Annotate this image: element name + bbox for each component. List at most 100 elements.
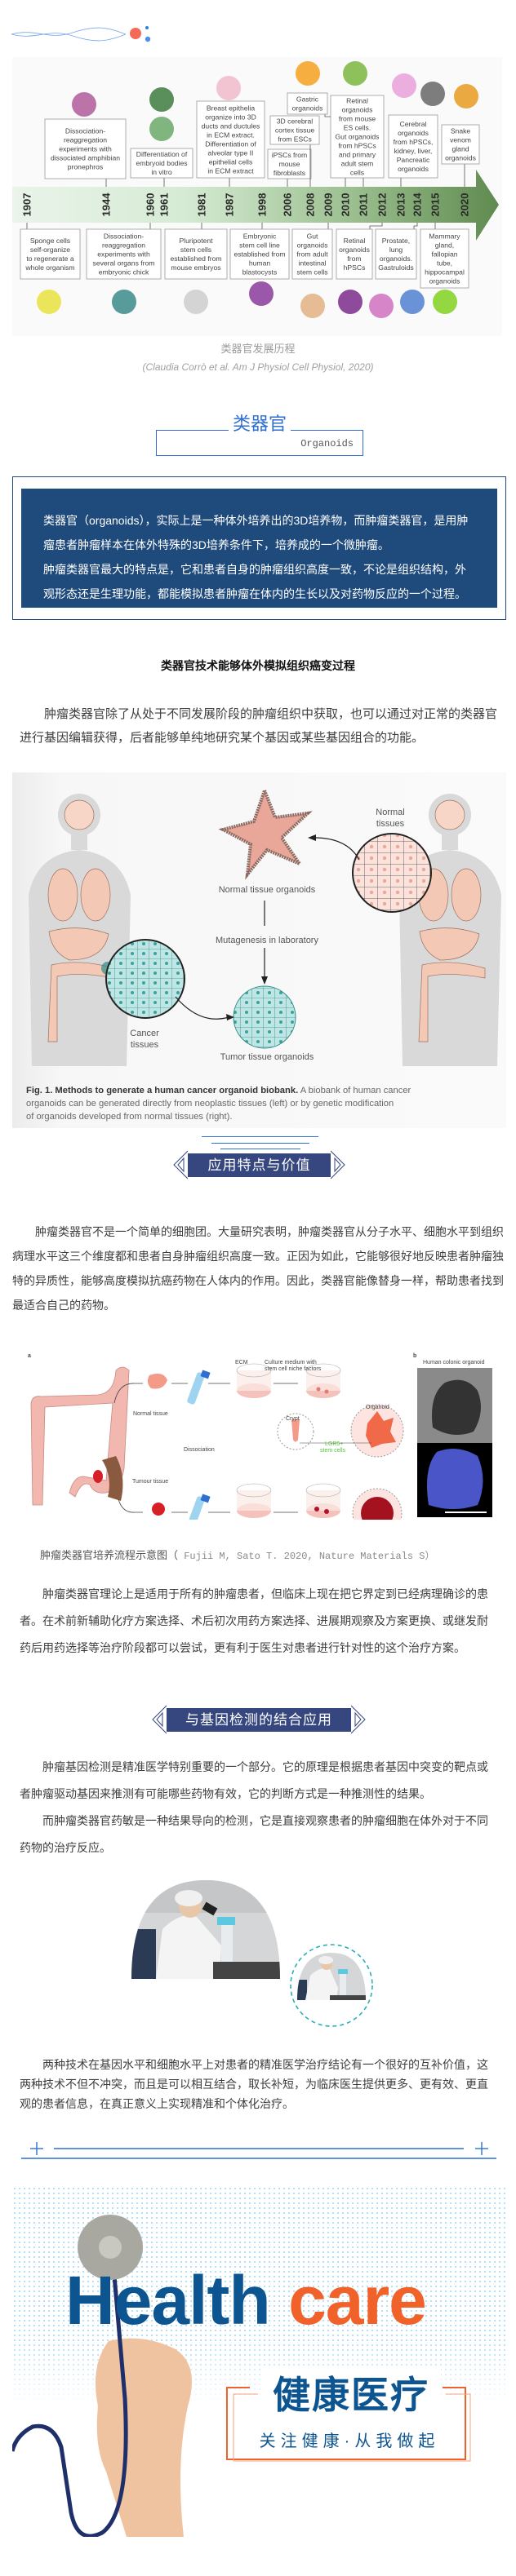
caption-zh: 肿瘤类器官培养流程示意图（: [40, 1549, 179, 1561]
timeline-event-text: kidney, liver,: [394, 147, 433, 155]
timeline-event-text: hippocampal: [425, 268, 465, 277]
left-organs: [47, 799, 115, 1042]
figure3-caption: 肿瘤类器官培养流程示意图（ Fujii M, Sato T. 2020, Nat…: [40, 1547, 434, 1562]
cell-cluster-icon: [72, 92, 96, 117]
label-normal-tissue: Normal tissue: [133, 1411, 168, 1417]
paragraph-line: 而肿瘤类器官药敏是一种结果导向的检测，它是直接观察患者的肿瘤细胞在体外对于不同: [42, 1814, 488, 1827]
timeline-year: 2020: [459, 193, 471, 217]
timeline-event-text: fibroblasts: [274, 169, 305, 177]
arrow-down-icon: [261, 976, 268, 985]
colon-illustration: [30, 1366, 130, 1506]
timeline-event-box: [287, 92, 328, 115]
timeline-event-text: cells: [350, 169, 364, 177]
chevron-left-icon: [152, 1705, 167, 1734]
cell-cluster-icon: [149, 87, 174, 112]
timeline-event-text: to regenerate a: [26, 255, 74, 263]
snake-icon: [454, 84, 478, 108]
liver-organoid-icon: [420, 82, 445, 106]
timeline-year: 1998: [256, 193, 269, 217]
paragraph-line: 两种技术在基因水平和细胞水平上对患者的精准医学治疗结论有一个很好的互补价值，这: [42, 2058, 488, 2071]
paragraph-4: 肿瘤基因检测是精准医学特别重要的一个部分。它的原理是根据患者基因中突变的靶点或 …: [20, 1754, 488, 1861]
timeline-event-text: Differentiation of: [205, 140, 256, 148]
culture-dish: [305, 1483, 341, 1518]
timeline-event-text: and primary: [339, 151, 376, 159]
timeline-event-text: Differentiation of: [136, 150, 188, 158]
timeline-event-text: from hPSCs: [338, 142, 376, 150]
stethoscope-tube: [12, 2275, 128, 2537]
intro-line: 观形态还是生理功能，都能模拟患者肿瘤在体内的生长以及对药物反应的一个过程。: [43, 587, 466, 600]
paragraph-6: 两种技术在基因水平和细胞水平上对患者的精准医学治疗结论有一个很好的互补价值，这 …: [20, 2055, 488, 2113]
label-tumour-tissue: Tumour tissue: [132, 1479, 168, 1485]
chevron-left-icon: [173, 1150, 188, 1180]
section-subtitle: Organoids: [300, 438, 354, 449]
label-mutagenesis: Mutagenesis in laboratory: [216, 936, 318, 945]
timeline-event-text: Snake: [451, 127, 471, 135]
culture-dish: [236, 1483, 272, 1518]
end-divider: [21, 2142, 496, 2159]
label-lgr5: stem cells: [320, 1448, 346, 1454]
figure-caption: Fig. 1. Methods to generate a human canc…: [26, 1086, 411, 1095]
timeline-event-text: 3D cerebral: [277, 117, 314, 126]
culture-dish: [305, 1363, 341, 1398]
embryo-icon: [184, 290, 208, 314]
timeline-event-text: Gastric: [296, 95, 319, 104]
gastric-organoid-icon: [296, 61, 320, 86]
dashed-circle-frame: [290, 1944, 373, 2027]
label-tumor-tissue-organoids: Tumor tissue organoids: [220, 1052, 314, 1062]
label-normal-tissue-organoids: Normal tissue organoids: [219, 885, 316, 895]
paragraph-line: 肿瘤类器官除了从处于不同发展阶段的肿瘤组织中获取，也可以通过对正常的类器官: [44, 707, 498, 721]
embryoid-icon: [149, 117, 174, 141]
timeline-event-box: [196, 100, 265, 179]
timeline-citation: (Claudia Corrò et al. Am J Physiol Cell …: [142, 361, 374, 373]
timeline-event-text: gland,: [435, 241, 454, 250]
header-decoration: [11, 26, 151, 42]
gastruloid-icon: [400, 290, 425, 314]
paragraph-2: 肿瘤类器官不是一个简单的细胞团。大量研究表明，肿瘤类器官从分子水平、细胞水平到组…: [12, 1219, 504, 1317]
timeline-event-text: Retinal: [344, 237, 366, 245]
timeline-event-text: organize into 3D: [205, 113, 256, 122]
paragraph-line: 观的患者信息，在真正意义上实现精准和个体化治疗。: [20, 2097, 294, 2110]
label-normal-tissues: Normal: [376, 808, 404, 817]
panel-label: b: [413, 1353, 416, 1359]
slogan-frame: [226, 2387, 471, 2462]
timeline-caption: 类器官发展历程: [220, 343, 296, 355]
timeline-event-text: reaggregation: [102, 241, 145, 250]
timeline-event-text: organoids: [398, 165, 429, 173]
normal-tissue-closeup: [352, 833, 432, 913]
timeline-event-text: Mammary: [429, 232, 460, 241]
timeline-year: 1987: [224, 193, 236, 217]
lab-photo-small: [290, 1944, 373, 2027]
paragraph-line: 者。在术前新辅助化疗方案选择、术后初次用药方案选择、进展期观察及方案更换、或继发…: [20, 1614, 488, 1627]
timeline-event-text: cortex tissue: [275, 126, 314, 135]
centrifuge-tube-icon: [187, 1494, 211, 1520]
timeline-event-box: [269, 115, 320, 145]
timeline-event-text: organoids: [429, 277, 460, 285]
paragraph-line: 药后用药选择等治疗阶段都可以尝试，更有利于医生对患者进行针对性的这个治疗方案。: [20, 1641, 465, 1654]
timeline-year: 1981: [196, 193, 208, 217]
timeline-event-box: [291, 228, 333, 280]
timeline-connector: [369, 223, 383, 229]
timeline-event-text: dissociated amphibian: [51, 154, 120, 162]
timeline-event-text: Dissociation-: [104, 232, 144, 241]
timeline-year: 2015: [429, 193, 442, 217]
timeline-event-text: Prostate,: [382, 237, 410, 245]
health-care-zh-title: 健康医疗: [261, 2366, 441, 2419]
paragraph-line: 肿瘤基因检测是精准医学特别重要的一个部分。它的原理是根据患者基因中突变的靶点或: [42, 1760, 488, 1773]
timeline-arrow: [12, 170, 499, 241]
timeline-event-text: Embryonic: [243, 232, 277, 241]
paragraph-line: 两种技术不但不冲突，而且是可以相互结合，取长补短，为临床医生提供更多、更有效、更…: [20, 2078, 488, 2091]
paragraph-line: 药物的治疗反应。: [20, 1841, 111, 1854]
label-crypt: Crypt: [286, 1416, 300, 1422]
cancer-organoid-biobank-figure: Normal tissue organoids Normal tissues M…: [12, 772, 506, 1128]
timeline-event-text: Cerebral: [400, 120, 427, 128]
blastocyst-icon: [249, 281, 274, 306]
timeline-event-text: organoids: [297, 241, 328, 250]
paragraph-line: 特的异质性，能够高度模拟抗癌药物在人体内的作用。因此，类器官能像替身一样，帮助患…: [12, 1274, 504, 1287]
section-banner: 与基因检测的结合应用: [167, 1708, 351, 1732]
paragraph-line: 最适合自己的药物。: [12, 1299, 115, 1312]
hand: [95, 2338, 192, 2537]
timeline-event-text: epithelial cells: [209, 158, 253, 166]
paragraph-line: 肿瘤类器官不是一个简单的细胞团。大量研究表明，肿瘤类器官从分子水平、细胞水平到组…: [35, 1225, 504, 1238]
figure-caption: of organoids developed from normal tissu…: [26, 1112, 232, 1122]
section-title: 类器官: [229, 414, 291, 435]
